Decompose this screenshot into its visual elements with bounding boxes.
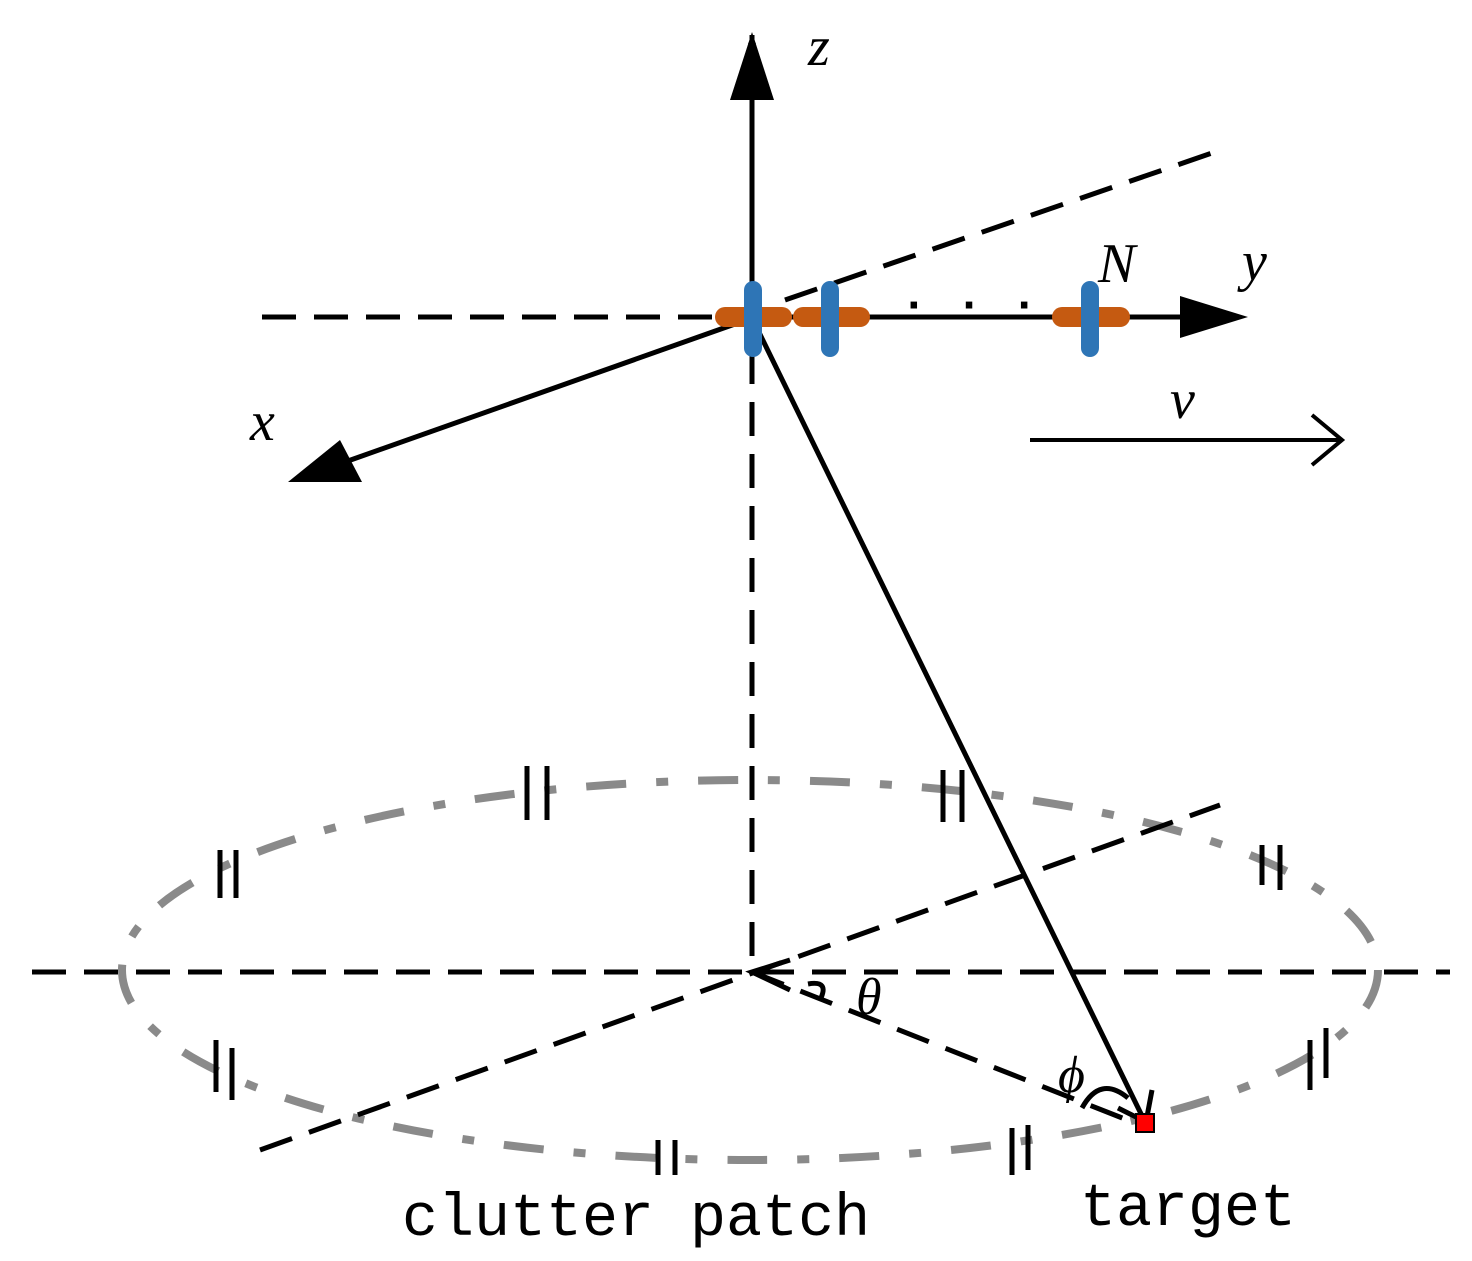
x-axis-arrowhead xyxy=(288,440,362,482)
z-axis-arrowhead xyxy=(730,32,774,100)
ground-origin-arrowhead xyxy=(745,957,792,993)
ring-tick-marks xyxy=(213,766,1329,1175)
theta-label: θ xyxy=(856,969,882,1026)
slant-range-line xyxy=(749,316,1148,1124)
x-axis xyxy=(344,315,753,465)
antenna-element-n xyxy=(1052,281,1130,357)
y-axis-label: y xyxy=(1237,231,1267,293)
n-element-label: N xyxy=(1097,233,1138,295)
ground-diagonal-dashed-line xyxy=(259,802,1221,1153)
antenna-element-1 xyxy=(715,281,792,357)
array-upper-dashed-line xyxy=(784,149,1216,303)
phi-label: ϕ xyxy=(1058,1047,1085,1104)
array-ellipsis: · · · xyxy=(900,280,1038,332)
clutter-patch-label: clutter patch xyxy=(402,1186,870,1254)
target-marker xyxy=(1135,1113,1155,1133)
velocity-arrowhead xyxy=(1310,413,1346,467)
y-axis-arrowhead xyxy=(1180,296,1248,338)
target-label: target xyxy=(1080,1176,1296,1244)
clutter-ring xyxy=(118,776,1382,1164)
z-axis-label: z xyxy=(807,16,830,78)
phi-angle-arc xyxy=(1079,1086,1130,1110)
ground-to-target-dashed-line xyxy=(751,969,1141,1128)
antenna-element-2 xyxy=(793,281,870,357)
x-axis-label: x xyxy=(249,391,275,453)
velocity-label: v xyxy=(1170,369,1195,431)
theta-angle-arc xyxy=(807,980,826,1002)
